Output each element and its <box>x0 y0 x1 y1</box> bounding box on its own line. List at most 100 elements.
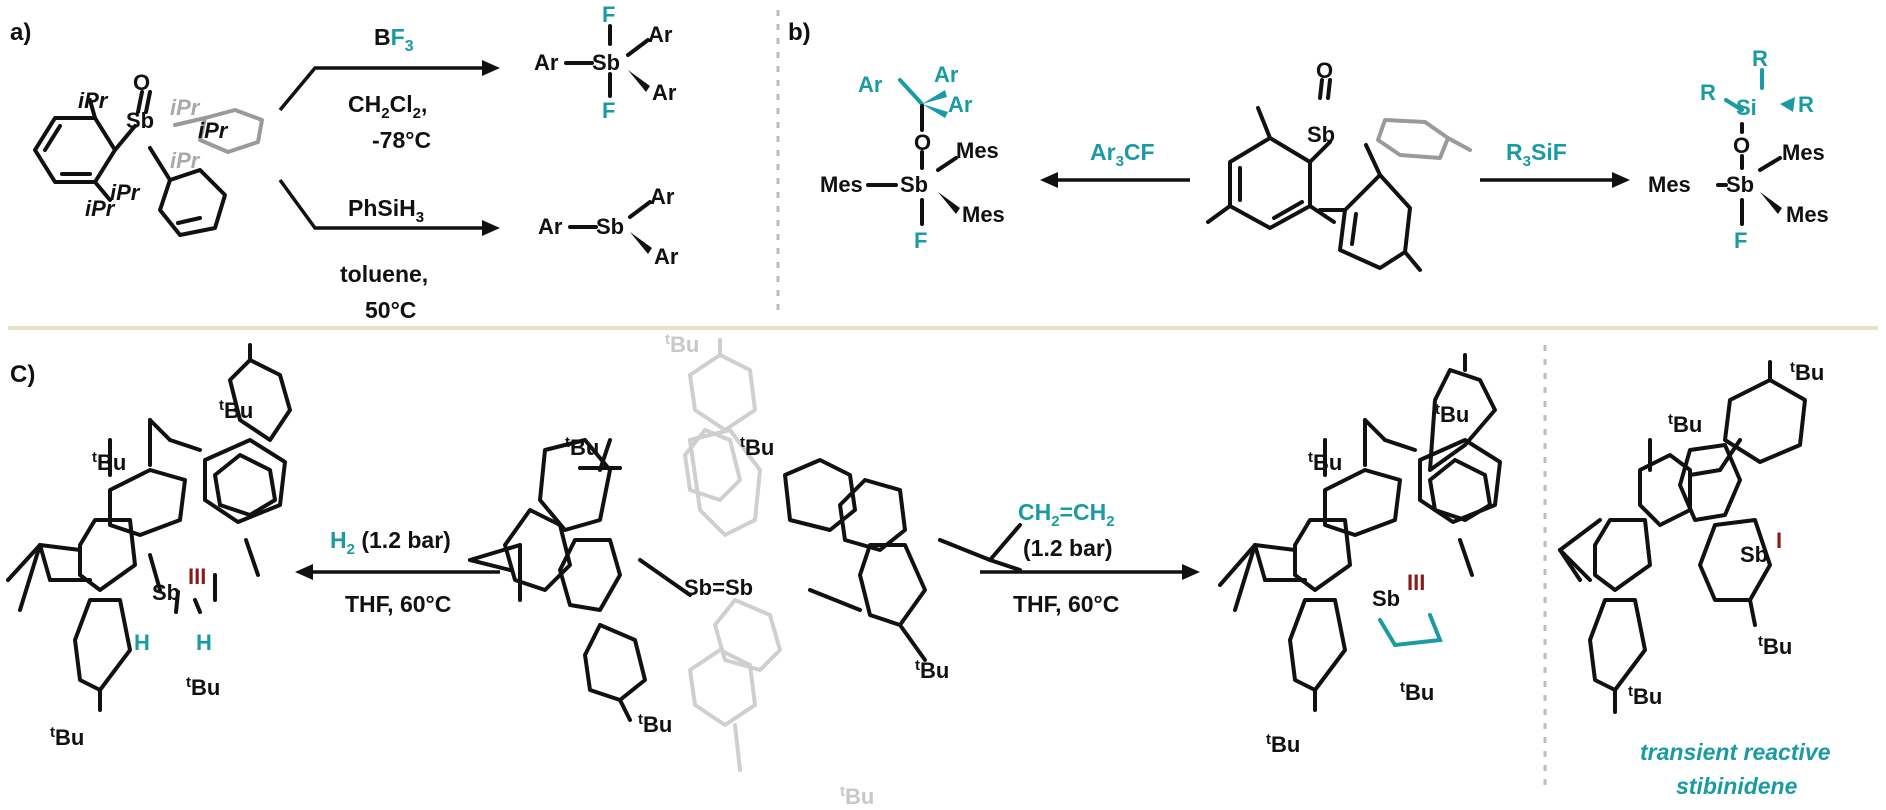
a-sm-antimony: Sb <box>126 108 154 133</box>
c-right-tbu-2: tBu <box>1308 449 1342 475</box>
a-sm-ipr-6: iPr <box>170 148 201 173</box>
a-pb-ar-3: Ar <box>654 244 679 269</box>
b-right-r-1: R <box>1700 80 1716 105</box>
a-reagent-bottom: PhSiH3 <box>348 195 424 226</box>
b-right-mes-2: Mes <box>1648 172 1691 197</box>
b-left-mes-1: Mes <box>956 138 999 163</box>
a-pb-ar-1: Ar <box>538 214 563 239</box>
c-far-tbu-3: tBu <box>1758 633 1792 659</box>
b-arrowhead-right <box>1612 172 1630 188</box>
c-far-sb: Sb <box>1740 542 1768 567</box>
a-sm-ipr-4: iPr <box>85 196 116 221</box>
a-arrow-top <box>278 66 490 112</box>
a-pt-f-1: F <box>602 2 615 27</box>
b-left-sb: Sb <box>900 172 928 197</box>
b-right-mes-3: Mes <box>1786 202 1829 227</box>
panel-label-b: b) <box>788 19 811 46</box>
b-right-product <box>1716 68 1795 226</box>
c-cond-left: THF, 60°C <box>345 591 451 617</box>
b-left-product <box>866 78 960 226</box>
a-pt-ar-1: Ar <box>534 50 559 75</box>
c-distibene-structure <box>468 338 1022 772</box>
c-far-ox: I <box>1776 528 1782 553</box>
c-dimer-sb-sb: Sb=Sb <box>684 575 753 600</box>
c-right-sb: Sb <box>1372 586 1400 611</box>
c-stibirane-structure <box>1218 353 1502 712</box>
c-left-h-2: H <box>196 630 212 655</box>
c-far-tbu-2: tBu <box>1668 411 1702 437</box>
b-sm-sb: Sb <box>1307 122 1335 147</box>
c-left-tbu-2: tBu <box>92 449 126 475</box>
c-arrowhead-right <box>1182 564 1200 580</box>
a-pt-ar-3: Ar <box>652 80 677 105</box>
panel-label-a: a) <box>10 19 31 46</box>
c-dimer-tbu-1: tBu <box>665 331 699 357</box>
c-dimer-tbu-3: tBu <box>740 434 774 460</box>
c-caption-line-1: transient reactive <box>1640 739 1831 765</box>
b-right-f: F <box>1734 228 1747 253</box>
c-reagent-left: H2 (1.2 bar) <box>330 527 451 558</box>
b-right-si: Si <box>1736 95 1757 120</box>
c-left-tbu-1: tBu <box>219 397 253 423</box>
a-sm-ipr-1: iPr <box>78 88 109 113</box>
c-left-sb: Sb <box>152 580 180 605</box>
c-cond-right: THF, 60°C <box>1013 591 1119 617</box>
c-far-tbu-4: tBu <box>1628 683 1662 709</box>
c-right-tbu-1: tBu <box>1435 401 1469 427</box>
c-left-tbu-4: tBu <box>50 724 84 750</box>
a-product-top <box>564 24 650 98</box>
a-arrowhead-top <box>482 60 500 76</box>
c-right-tbu-4: tBu <box>1266 731 1300 757</box>
c-left-ox: III <box>188 564 206 589</box>
a-sm-ipr-2: iPr <box>198 118 229 143</box>
b-reagent-left: Ar3CF <box>1090 139 1155 170</box>
a-pt-ar-2: Ar <box>648 22 673 47</box>
a-sm-oxygen: O <box>133 70 150 95</box>
b-starting-material <box>1206 78 1472 272</box>
b-left-mes-3: Mes <box>962 202 1005 227</box>
b-left-ar-1: Ar <box>858 72 883 97</box>
c-stibinidene-structure <box>1558 360 1807 714</box>
c-reagent-right-1: CH2=CH2 <box>1018 499 1115 530</box>
b-left-mes-2: Mes <box>820 172 863 197</box>
panel-label-c: C) <box>10 361 35 388</box>
a-reagent-top: BF3 <box>374 24 414 55</box>
a-pt-f-2: F <box>602 98 615 123</box>
a-cond-bottom-2: 50°C <box>365 297 416 323</box>
a-cond-top-2: -78°C <box>372 127 431 153</box>
b-left-f: F <box>914 228 927 253</box>
c-caption-line-2: stibinidene <box>1676 773 1798 799</box>
a-sm-ipr-5: iPr <box>170 95 201 120</box>
c-dihydride-structure <box>6 343 292 712</box>
c-right-ox: III <box>1407 570 1425 595</box>
c-dimer-tbu-4: tBu <box>915 657 949 683</box>
b-sm-o: O <box>1316 58 1333 83</box>
a-product-bottom <box>568 200 652 254</box>
b-right-r-2: R <box>1752 46 1768 71</box>
a-arrowhead-bottom <box>482 220 500 236</box>
a-cond-bottom-1: toluene, <box>340 261 428 287</box>
c-far-tbu-1: tBu <box>1790 359 1824 385</box>
b-arrowhead-left <box>1040 172 1058 188</box>
b-left-o: O <box>914 130 931 155</box>
c-left-h-1: H <box>134 630 150 655</box>
panel-a-starting-material <box>33 90 264 237</box>
b-right-mes-1: Mes <box>1782 140 1825 165</box>
c-dimer-tbu-6: tBu <box>840 783 874 809</box>
b-right-r-3: R <box>1798 92 1814 117</box>
b-reagent-right: R3SiF <box>1506 139 1567 170</box>
c-reagent-right-2: (1.2 bar) <box>1023 535 1112 561</box>
c-left-tbu-3: tBu <box>186 674 220 700</box>
c-dimer-tbu-2: tBu <box>565 434 599 460</box>
a-cond-top-1: CH2Cl2, <box>348 91 427 122</box>
a-pb-sb: Sb <box>596 214 624 239</box>
c-right-tbu-3: tBu <box>1400 679 1434 705</box>
a-pb-ar-2: Ar <box>650 184 675 209</box>
c-dimer-tbu-5: tBu <box>638 711 672 737</box>
a-arrow-bottom <box>278 178 490 230</box>
a-pt-sb: Sb <box>592 50 620 75</box>
b-left-ar-3: Ar <box>948 92 973 117</box>
b-right-o: O <box>1733 133 1750 158</box>
b-right-sb: Sb <box>1726 172 1754 197</box>
